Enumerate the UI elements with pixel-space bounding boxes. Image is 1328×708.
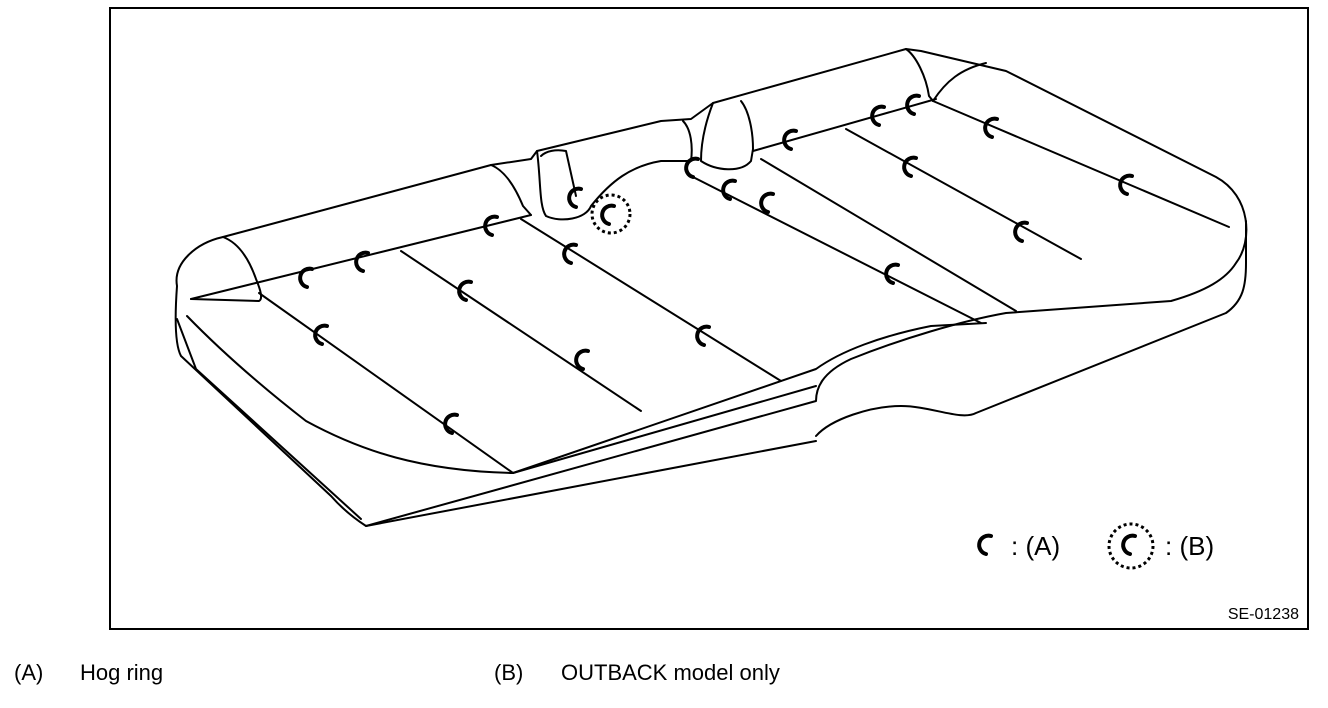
hog-ring-icon [1013, 220, 1029, 243]
hog-ring-icon [721, 178, 737, 201]
hog-ring-icon [483, 214, 499, 237]
hog-ring-icon [905, 93, 921, 116]
center-bolster-left [536, 120, 693, 221]
hog-ring-icon [443, 412, 459, 435]
left-bolster [190, 236, 263, 302]
hog-ring-icon [574, 348, 590, 371]
outback-legend-circle [1107, 522, 1155, 570]
hog-ring-icon [977, 533, 993, 556]
hog-ring-icon [684, 156, 700, 179]
hog-rings [298, 93, 1134, 435]
seam-1 [190, 214, 532, 300]
seat-cushion-drawing [174, 48, 1248, 570]
caption-a-key: (A) [14, 660, 44, 685]
hog-ring-icon [457, 279, 473, 302]
hog-ring-icon [902, 155, 918, 178]
hog-ring-icon [782, 128, 798, 151]
cushion-outline [174, 48, 1248, 527]
caption-a-text: Hog ring [80, 660, 164, 685]
legend-a-label: : (A) [1011, 531, 1061, 561]
hog-ring-icon [562, 242, 578, 265]
center-bolster-right [700, 100, 754, 171]
hog-ring-icon [759, 191, 775, 214]
seam-3 [400, 250, 642, 412]
seam-8 [845, 128, 1082, 260]
outback-marker-circle [590, 193, 632, 235]
hog-ring-icon [695, 324, 711, 347]
figure-code: SE-01238 [1227, 606, 1299, 623]
caption-b-text: OUTBACK model only [561, 660, 780, 685]
hog-ring-outback-icon [600, 203, 616, 226]
hog-ring-icon [884, 262, 900, 285]
hog-ring-icon [313, 323, 329, 346]
hog-ring-icon [298, 266, 314, 289]
hog-ring-icon [983, 116, 999, 139]
seam-9 [932, 100, 1230, 228]
seat-cushion-diagram: : (A) : (B) SE-01238 [109, 7, 1309, 630]
seam-4 [520, 218, 782, 382]
hog-ring-icon [1118, 173, 1134, 196]
legend-b-label: : (B) [1165, 531, 1215, 561]
hog-ring-icon [567, 186, 583, 209]
hog-ring-icon [354, 250, 370, 273]
seam-2 [258, 292, 514, 474]
hog-ring-icon [870, 104, 886, 127]
seam-6 [760, 158, 1017, 312]
caption-b-key: (B) [494, 660, 524, 685]
seam-5 [690, 175, 982, 324]
cushion-front-edge [186, 315, 987, 474]
hog-ring-outback-icon [1121, 533, 1137, 556]
